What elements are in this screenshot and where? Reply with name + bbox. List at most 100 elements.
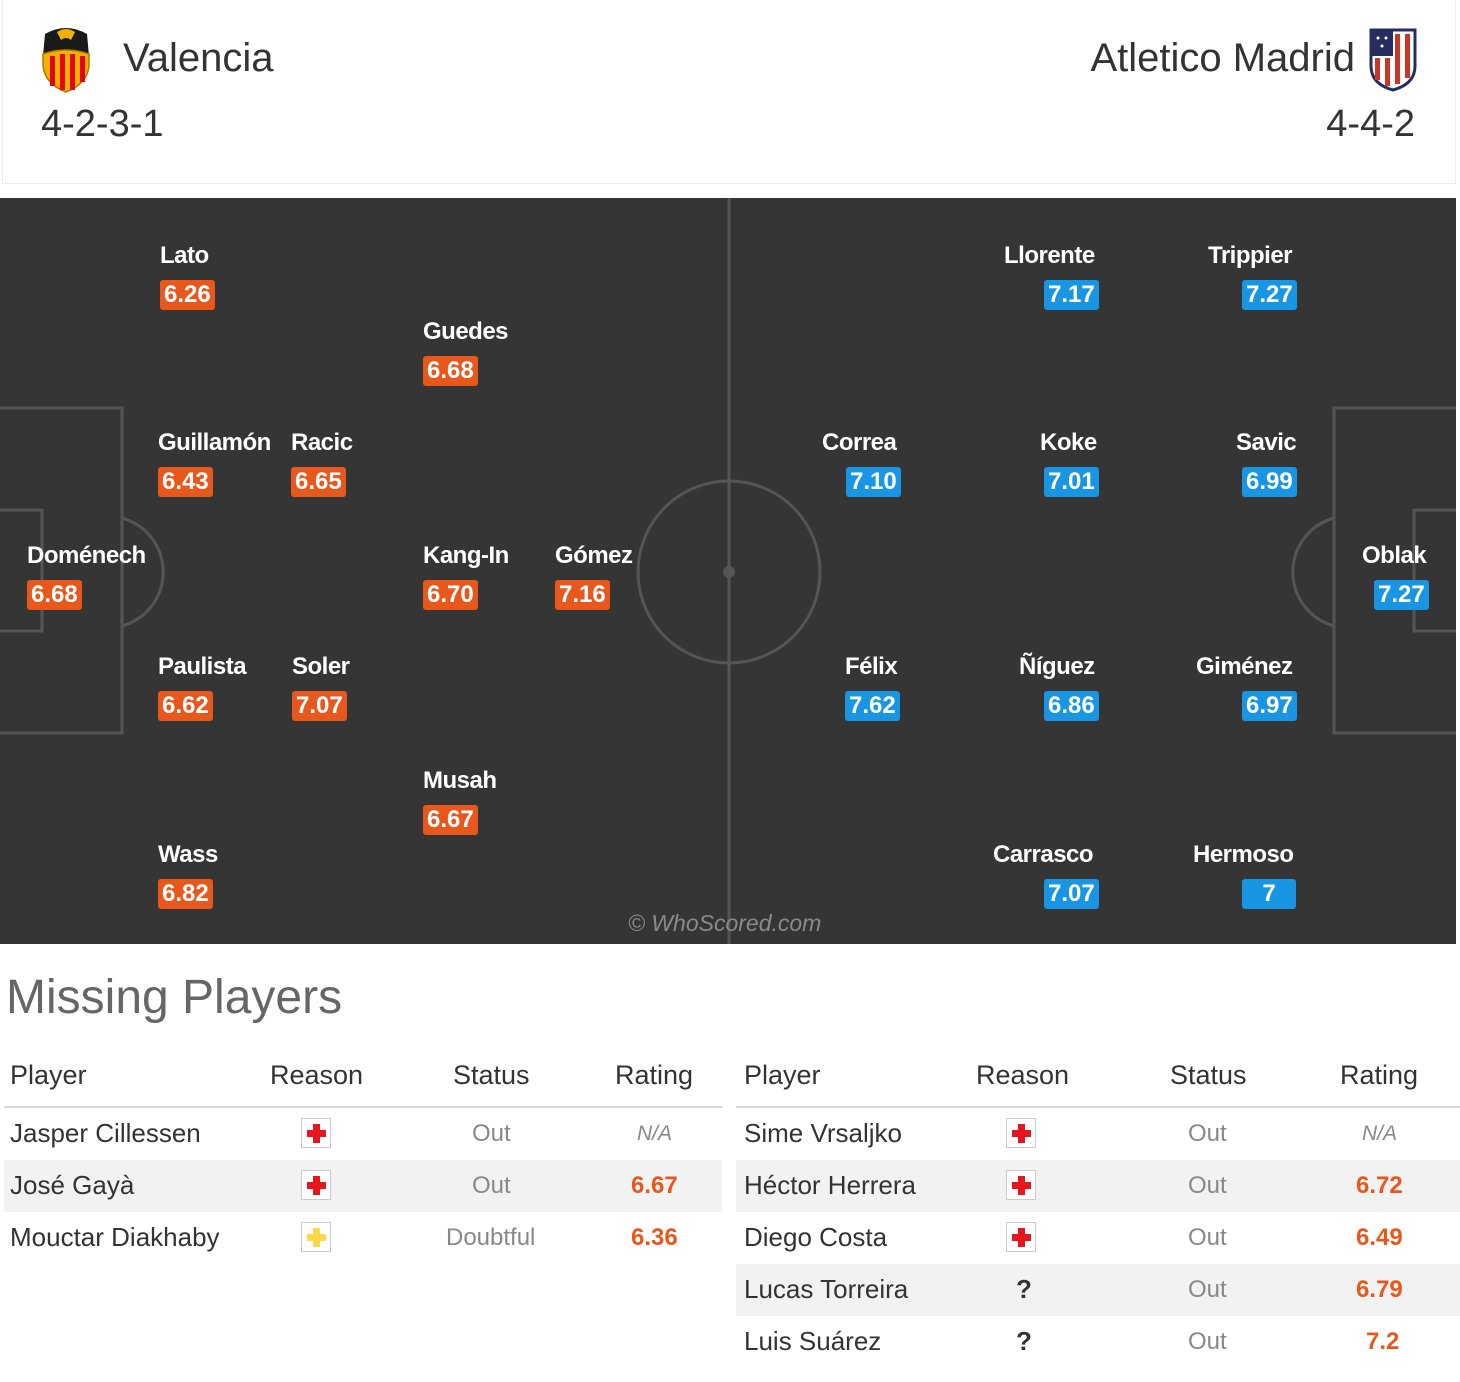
player-name: Wass — [158, 841, 218, 868]
away-player[interactable]: Trippier 7.27 — [1208, 242, 1338, 310]
match-header: Valencia 4-2-3-1 Atletico Madrid 4-4-2 — [2, 0, 1456, 184]
home-formation: 4-2-3-1 — [41, 103, 164, 145]
home-player[interactable]: Wass 6.82 — [158, 841, 288, 909]
injury-icon — [1006, 1170, 1036, 1200]
away-player[interactable]: Correa 7.10 — [822, 429, 952, 497]
table-row[interactable]: Luis Suárez ? Out 7.2 — [736, 1316, 1460, 1368]
away-player[interactable]: Savic 6.99 — [1236, 429, 1366, 497]
player-name: Trippier — [1208, 242, 1293, 269]
col-rating[interactable]: Rating — [1340, 1060, 1419, 1090]
player-name: Guedes — [423, 318, 509, 345]
col-status[interactable]: Status — [453, 1060, 530, 1090]
player-rating: 6.62 — [158, 691, 213, 721]
missing-status: Out — [472, 1120, 511, 1147]
missing-player-name[interactable]: Diego Costa — [744, 1222, 888, 1252]
col-player[interactable]: Player — [10, 1060, 87, 1090]
home-player[interactable]: Lato 6.26 — [160, 242, 290, 310]
home-player[interactable]: Doménech 6.68 — [27, 542, 157, 610]
missing-status: Out — [472, 1172, 511, 1199]
col-reason[interactable]: Reason — [976, 1060, 1070, 1090]
player-rating: 6.82 — [158, 879, 213, 909]
player-name: Racic — [291, 429, 353, 456]
missing-status: Out — [1188, 1328, 1227, 1355]
home-player[interactable]: Guedes 6.68 — [423, 318, 553, 386]
player-rating: 6.99 — [1242, 467, 1297, 497]
player-rating: 7.10 — [846, 467, 901, 497]
col-status[interactable]: Status — [1170, 1060, 1247, 1090]
table-row[interactable]: Sime Vrsaljko Out N/A — [736, 1108, 1460, 1160]
table-row[interactable]: Diego Costa Out 6.49 — [736, 1212, 1460, 1264]
table-row[interactable]: Jasper Cillessen Out N/A — [4, 1108, 722, 1160]
injury-icon — [1006, 1222, 1036, 1252]
away-formation: 4-4-2 — [1326, 103, 1415, 145]
player-rating: 6.68 — [423, 356, 478, 386]
player-rating: 6.97 — [1242, 691, 1297, 721]
player-rating: 6.65 — [291, 467, 346, 497]
player-name: Musah — [423, 767, 497, 794]
player-rating: 6.68 — [27, 580, 82, 610]
player-name: Savic — [1236, 429, 1297, 456]
player-name: Hermoso — [1193, 841, 1294, 868]
home-player[interactable]: Racic 6.65 — [291, 429, 421, 497]
away-player[interactable]: Giménez 6.97 — [1196, 653, 1326, 721]
missing-player-name[interactable]: Mouctar Diakhaby — [10, 1222, 220, 1252]
player-name: Llorente — [1004, 242, 1095, 269]
player-name: Correa — [822, 429, 897, 456]
player-name: Koke — [1040, 429, 1097, 456]
player-name: Ñíguez — [1019, 653, 1095, 680]
player-name: Giménez — [1196, 653, 1293, 680]
atletico-madrid-crest-icon — [1369, 28, 1417, 92]
missing-rating: 6.36 — [631, 1224, 678, 1251]
away-player[interactable]: Koke 7.01 — [1040, 429, 1170, 497]
player-name: Oblak — [1362, 542, 1427, 569]
away-player[interactable]: Ñíguez 6.86 — [1019, 653, 1149, 721]
doubtful-icon — [301, 1222, 331, 1252]
table-row[interactable]: José Gayà Out 6.67 — [4, 1160, 722, 1212]
table-header: Player Reason Status Rating — [736, 1050, 1460, 1108]
player-name: Guillamón — [158, 429, 271, 456]
valencia-crest-icon — [42, 28, 90, 93]
pitch-lines — [0, 198, 1456, 944]
col-reason[interactable]: Reason — [270, 1060, 364, 1090]
col-player[interactable]: Player — [744, 1060, 821, 1090]
table-row[interactable]: Mouctar Diakhaby Doubtful 6.36 — [4, 1212, 722, 1264]
player-name: Paulista — [158, 653, 247, 680]
player-rating: 7 — [1242, 879, 1296, 909]
missing-rating: 6.72 — [1356, 1172, 1403, 1199]
missing-player-name[interactable]: Jasper Cillessen — [10, 1118, 201, 1148]
player-rating: 7.16 — [555, 580, 610, 610]
player-name: Lato — [160, 242, 209, 269]
player-name: Doménech — [27, 542, 146, 569]
missing-rating: N/A — [637, 1122, 673, 1145]
player-rating: 6.86 — [1044, 691, 1099, 721]
player-rating: 7.27 — [1242, 280, 1297, 310]
home-player[interactable]: Paulista 6.62 — [158, 653, 288, 721]
player-rating: 7.07 — [1044, 879, 1099, 909]
player-rating: 6.26 — [160, 280, 215, 310]
missing-player-name[interactable]: Luis Suárez — [744, 1326, 882, 1356]
col-rating[interactable]: Rating — [615, 1060, 694, 1090]
table-row[interactable]: Héctor Herrera Out 6.72 — [736, 1160, 1460, 1212]
player-name: Kang-In — [423, 542, 509, 569]
missing-player-name[interactable]: José Gayà — [10, 1170, 135, 1200]
missing-player-name[interactable]: Lucas Torreira — [744, 1274, 909, 1304]
player-name: Soler — [292, 653, 350, 680]
away-team-name[interactable]: Atletico Madrid — [1090, 36, 1355, 80]
player-rating: 7.01 — [1044, 467, 1099, 497]
home-team-name[interactable]: Valencia — [123, 36, 274, 80]
away-player[interactable]: Hermoso 7 — [1193, 841, 1323, 909]
player-name: Félix — [845, 653, 898, 680]
table-row[interactable]: Lucas Torreira ? Out 6.79 — [736, 1264, 1460, 1316]
missing-player-name[interactable]: Héctor Herrera — [744, 1170, 916, 1200]
injury-icon — [1006, 1118, 1036, 1148]
missing-player-name[interactable]: Sime Vrsaljko — [744, 1118, 902, 1148]
